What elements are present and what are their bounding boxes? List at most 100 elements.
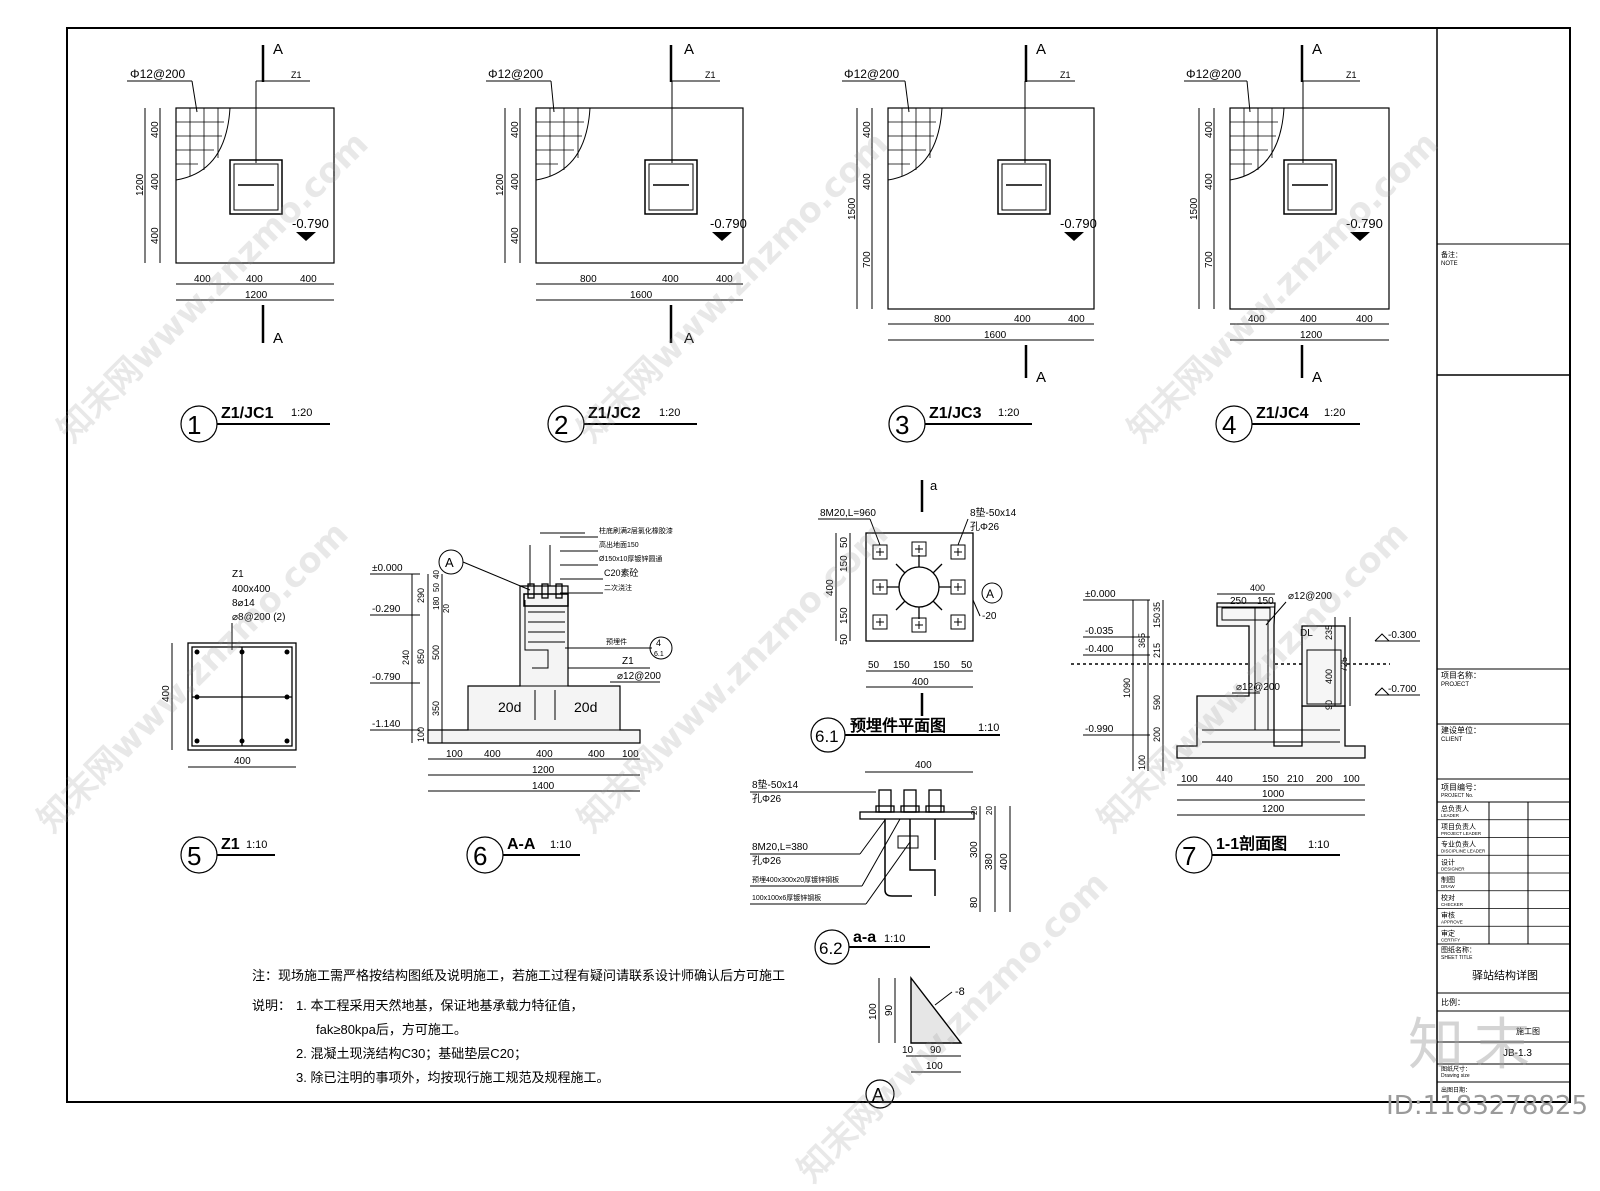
svg-text:8M20,L=960: 8M20,L=960 [820, 508, 876, 519]
role-label-en: PROJECT LEADER [1441, 831, 1482, 836]
svg-text:6.1: 6.1 [654, 651, 664, 658]
svg-text:400: 400 [825, 579, 836, 596]
svg-text:A: A [1312, 41, 1322, 58]
svg-text:A: A [684, 330, 694, 347]
svg-text:⌀12@200: ⌀12@200 [617, 671, 661, 682]
svg-text:850: 850 [416, 649, 426, 664]
role-label: 制图 [1441, 875, 1455, 884]
svg-text:50: 50 [432, 583, 441, 592]
svg-text:1-1剖面图: 1-1剖面图 [1216, 834, 1287, 853]
svg-text:1200: 1200 [245, 290, 268, 301]
role-label: 审核 [1441, 911, 1455, 920]
svg-text:说明：: 说明： [252, 998, 291, 1013]
svg-text:6.1: 6.1 [815, 727, 839, 746]
role-label-en: DESIGNER [1441, 866, 1465, 871]
svg-text:a-a: a-a [853, 929, 876, 946]
svg-text:100: 100 [416, 727, 426, 742]
svg-text:400: 400 [150, 121, 161, 138]
svg-text:10: 10 [902, 1045, 914, 1056]
svg-text:Z1/JC3: Z1/JC3 [929, 405, 982, 422]
svg-text:400: 400 [1068, 314, 1085, 325]
svg-text:Z1/JC1: Z1/JC1 [221, 405, 274, 422]
svg-text:240: 240 [401, 650, 411, 665]
svg-text:6: 6 [473, 841, 487, 871]
svg-text:Z1/JC4: Z1/JC4 [1256, 405, 1309, 422]
svg-text:1500: 1500 [847, 197, 858, 220]
svg-text:PROJECT: PROJECT [1441, 682, 1469, 688]
svg-text:200: 200 [1152, 727, 1162, 742]
svg-text:Z1: Z1 [232, 569, 244, 580]
svg-text:50: 50 [839, 633, 850, 645]
svg-text:1:20: 1:20 [998, 407, 1019, 419]
role-label-en: APPROVE [1441, 920, 1463, 925]
svg-text:PROJECT No.: PROJECT No. [1441, 793, 1473, 799]
role-label: 总负责人 [1441, 804, 1469, 813]
svg-text:20d: 20d [574, 699, 597, 715]
svg-text:40: 40 [432, 570, 441, 579]
svg-text:出图日期：: 出图日期： [1441, 1086, 1471, 1094]
svg-text:-8: -8 [955, 986, 965, 998]
svg-text:35: 35 [1152, 602, 1162, 612]
svg-text:7: 7 [1182, 841, 1196, 871]
svg-text:50: 50 [839, 536, 850, 548]
svg-text:-0.400: -0.400 [1085, 644, 1114, 655]
svg-text:比例：: 比例： [1441, 997, 1465, 1007]
svg-text:150: 150 [839, 555, 850, 572]
svg-text:50: 50 [868, 660, 880, 671]
svg-text:400: 400 [1248, 314, 1265, 325]
svg-text:-0.790: -0.790 [710, 216, 747, 231]
svg-text:80: 80 [969, 896, 980, 908]
svg-text:400: 400 [300, 274, 317, 285]
svg-text:驿站结构详图: 驿站结构详图 [1472, 968, 1538, 982]
svg-text:800: 800 [580, 274, 597, 285]
svg-text:A: A [273, 330, 283, 347]
svg-text:400: 400 [484, 749, 501, 760]
svg-text:400: 400 [1204, 121, 1215, 138]
svg-text:150: 150 [1152, 613, 1162, 628]
plan-2: A Φ12@200 Z1 -0.790 400 400 400 1200 800… [486, 41, 747, 443]
svg-text:400: 400 [194, 274, 211, 285]
svg-text:400: 400 [999, 853, 1010, 870]
svg-text:250: 250 [1230, 596, 1247, 607]
rib-detail: -8 100 90 10 90 100 A [865, 975, 965, 1109]
role-label: 审定 [1441, 928, 1455, 937]
svg-text:A: A [445, 555, 454, 570]
svg-text:440: 440 [1216, 774, 1233, 785]
svg-text:-1.140: -1.140 [372, 719, 401, 730]
svg-text:90: 90 [930, 1045, 942, 1056]
svg-text:100: 100 [868, 1003, 879, 1020]
role-label-en: CHECKER [1441, 902, 1464, 907]
svg-text:1:20: 1:20 [1324, 407, 1345, 419]
svg-text:100: 100 [1181, 774, 1198, 785]
svg-text:⌀8@200 (2): ⌀8@200 (2) [232, 612, 285, 623]
svg-text:A: A [986, 587, 994, 601]
svg-text:预埋件平面图: 预埋件平面图 [850, 716, 946, 735]
svg-text:400: 400 [510, 173, 521, 190]
svg-text:A: A [1036, 41, 1046, 58]
svg-text:100: 100 [622, 749, 639, 760]
svg-text:项目名称：: 项目名称： [1441, 670, 1481, 680]
svg-text:±0.000: ±0.000 [1085, 589, 1116, 600]
svg-text:Φ12@200: Φ12@200 [488, 67, 543, 81]
svg-text:1:10: 1:10 [884, 933, 905, 945]
svg-text:Z1: Z1 [705, 70, 716, 80]
svg-text:20: 20 [970, 806, 979, 815]
svg-text:20: 20 [442, 604, 451, 613]
svg-text:5: 5 [187, 841, 201, 871]
svg-text:350: 350 [431, 701, 441, 716]
z1-column-section: Z1 400x400 8⌀14 ⌀8@200 (2) 400 400 5 Z1 … [161, 569, 297, 874]
svg-text:施工图: 施工图 [1516, 1026, 1540, 1036]
svg-text:fak≥80kpa后，方可施工。: fak≥80kpa后，方可施工。 [316, 1022, 467, 1037]
svg-text:1: 1 [187, 410, 201, 440]
svg-text:725: 725 [1339, 657, 1349, 672]
svg-text:A: A [872, 1085, 884, 1105]
svg-text:Z1: Z1 [1346, 70, 1357, 80]
svg-text:400: 400 [588, 749, 605, 760]
svg-text:-20: -20 [982, 611, 997, 622]
svg-text:400: 400 [862, 173, 873, 190]
svg-text:700: 700 [862, 251, 873, 268]
image-id: ID:1183278825 [1386, 1091, 1588, 1121]
svg-text:100: 100 [1343, 774, 1360, 785]
embedded-plate-plan: a 8M20,L=960 8垫-50x14 孔Φ26 A -20 50 150 … [810, 478, 1017, 753]
svg-text:Z1/JC2: Z1/JC2 [588, 405, 641, 422]
